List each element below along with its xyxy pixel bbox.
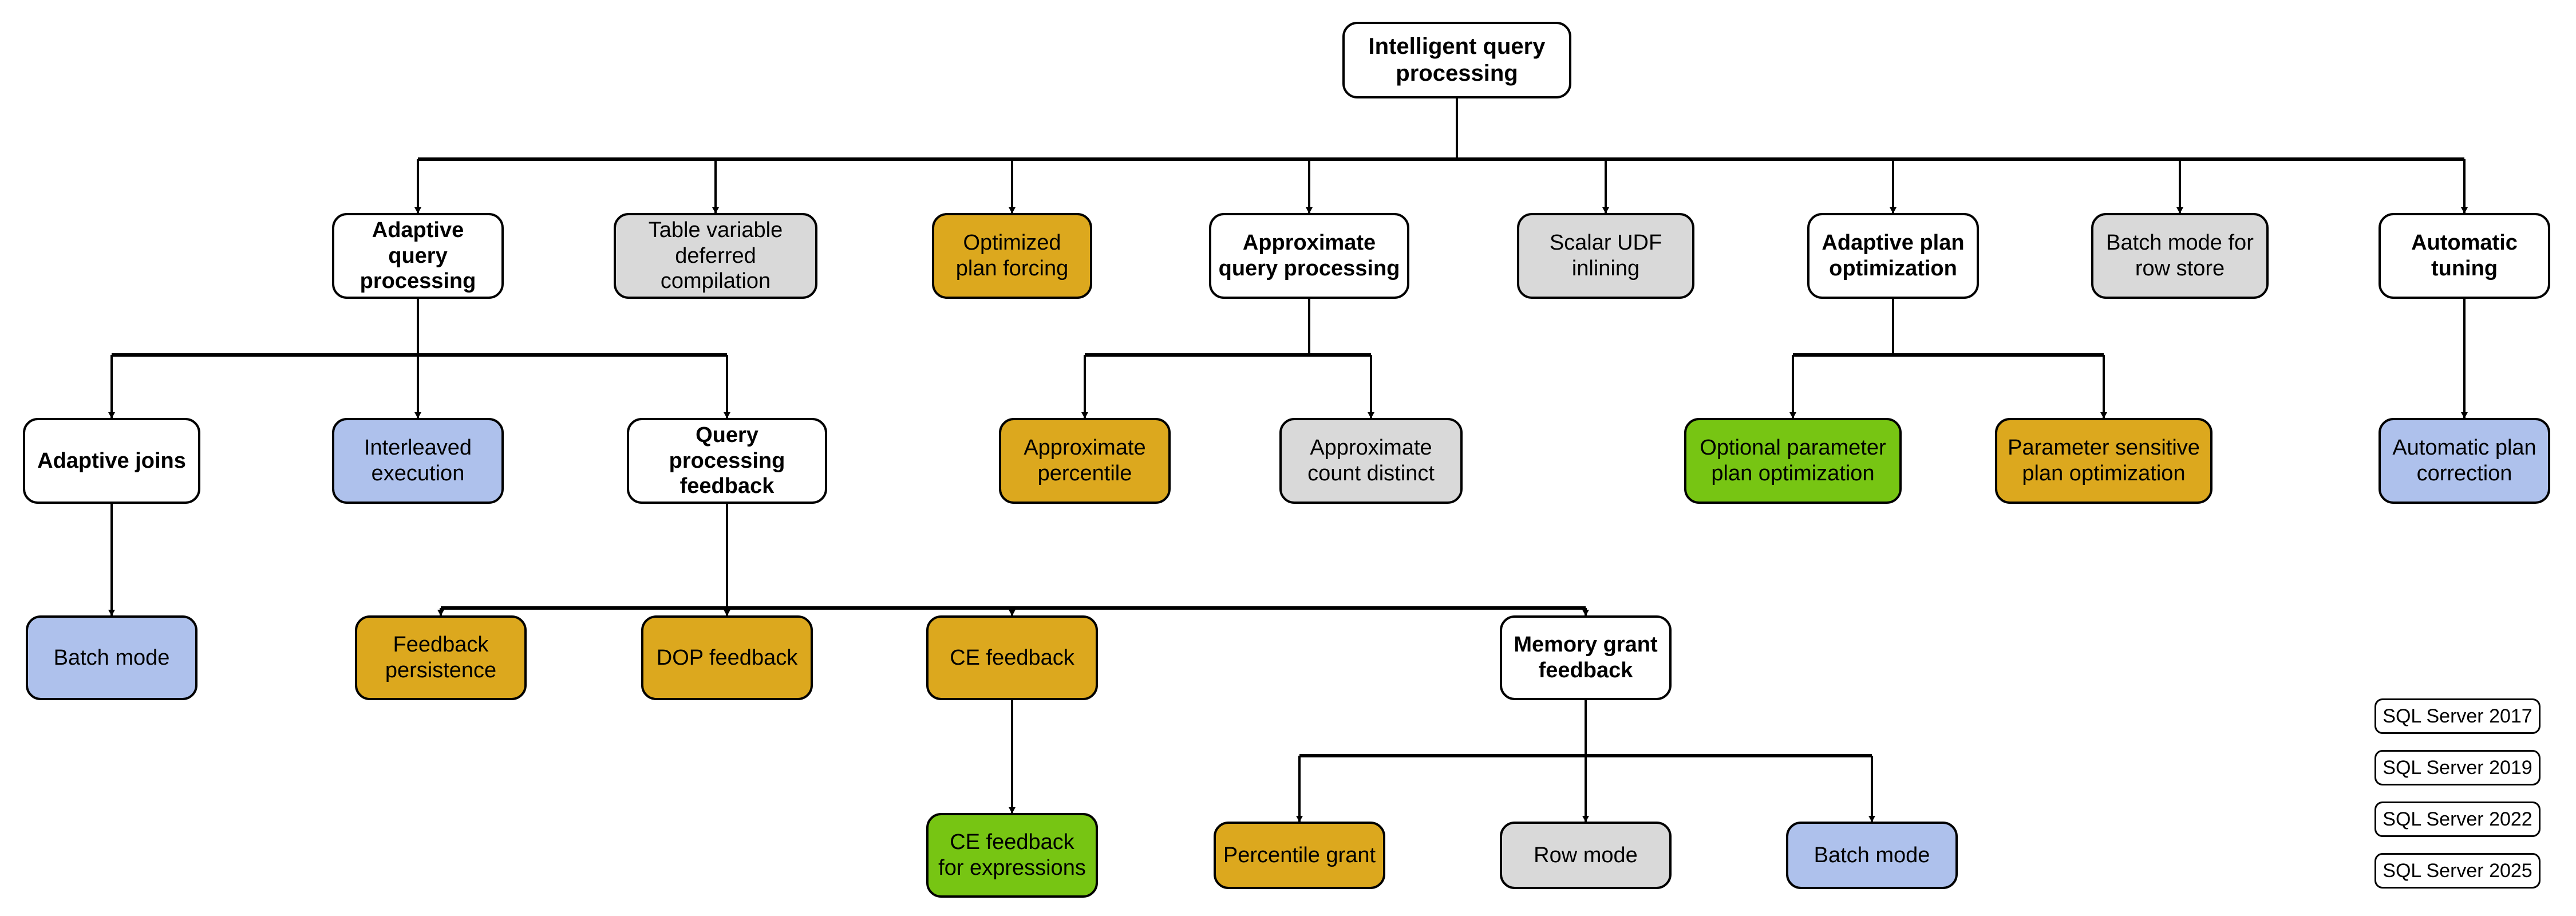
node-approximate-query-processing[interactable]: Approximate query processing xyxy=(1209,213,1409,299)
node-dop-feedback[interactable]: DOP feedback xyxy=(641,615,813,700)
node-batch-mode-adaptive-joins[interactable]: Batch mode xyxy=(26,615,197,700)
node-memory-grant-feedback[interactable]: Memory grant feedback xyxy=(1500,615,1672,700)
node-automatic-tuning[interactable]: Automatic tuning xyxy=(2379,213,2550,299)
node-adaptive-plan-optimization[interactable]: Adaptive plan optimization xyxy=(1807,213,1979,299)
node-query-processing-feedback[interactable]: Query processing feedback xyxy=(627,418,827,504)
node-ce-feedback-for-expressions[interactable]: CE feedback for expressions xyxy=(926,813,1098,898)
node-parameter-sensitive-plan-optimization[interactable]: Parameter sensitive plan optimization xyxy=(1995,418,2212,504)
legend-item-sql-server-2022: SQL Server 2022 xyxy=(2374,802,2541,837)
node-intelligent-query-processing[interactable]: Intelligent query processing xyxy=(1342,22,1571,98)
node-ce-feedback[interactable]: CE feedback xyxy=(926,615,1098,700)
node-interleaved-execution[interactable]: Interleaved execution xyxy=(332,418,504,504)
node-adaptive-query-processing[interactable]: Adaptive query processing xyxy=(332,213,504,299)
node-approximate-count-distinct[interactable]: Approximate count distinct xyxy=(1279,418,1463,504)
node-feedback-persistence[interactable]: Feedback persistence xyxy=(355,615,527,700)
node-optimized-plan-forcing[interactable]: Optimized plan forcing xyxy=(932,213,1092,299)
node-approximate-percentile[interactable]: Approximate percentile xyxy=(999,418,1171,504)
legend-item-sql-server-2017: SQL Server 2017 xyxy=(2374,698,2541,734)
node-row-mode[interactable]: Row mode xyxy=(1500,822,1672,889)
node-percentile-grant[interactable]: Percentile grant xyxy=(1214,822,1385,889)
node-scalar-udf-inlining[interactable]: Scalar UDF inlining xyxy=(1517,213,1694,299)
node-table-variable-deferred-compilation[interactable]: Table variable deferred compilation xyxy=(614,213,817,299)
node-automatic-plan-correction[interactable]: Automatic plan correction xyxy=(2379,418,2550,504)
node-optional-parameter-plan-optimization[interactable]: Optional parameter plan optimization xyxy=(1684,418,1902,504)
node-batch-mode-for-row-store[interactable]: Batch mode for row store xyxy=(2091,213,2269,299)
node-batch-mode-memory-grant[interactable]: Batch mode xyxy=(1786,822,1958,889)
node-adaptive-joins[interactable]: Adaptive joins xyxy=(23,418,200,504)
legend-item-sql-server-2025: SQL Server 2025 xyxy=(2374,853,2541,889)
legend-item-sql-server-2019: SQL Server 2019 xyxy=(2374,750,2541,785)
